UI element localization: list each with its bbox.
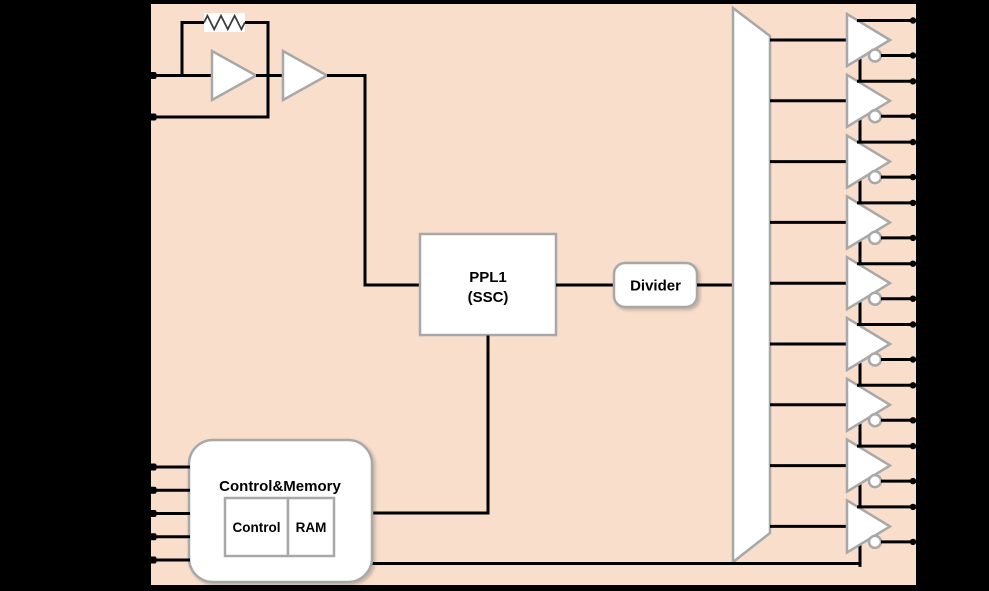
control-memory-block: Control&Memory Control RAM <box>187 438 374 584</box>
fanout-mux-icon <box>731 5 772 565</box>
control-memory-title: Control&Memory <box>219 478 341 495</box>
reference-clock-wire <box>327 74 420 287</box>
divider-block: Divider <box>612 261 699 309</box>
pll-label-line1: PPL1 <box>469 269 507 286</box>
pll-label-line2: (SSC) <box>468 289 509 306</box>
ram-label: RAM <box>296 520 327 535</box>
oscillator-amp-icon <box>210 48 259 103</box>
crystal-oscillator <box>149 13 420 287</box>
control-label: Control <box>233 520 281 535</box>
xout-wire <box>152 21 270 119</box>
ram-subblock: RAM <box>286 496 336 558</box>
pll-block: PPL1 (SSC) <box>418 232 558 337</box>
feedback-resistor-icon <box>203 13 246 32</box>
control-subblock: Control <box>223 496 290 558</box>
control-to-pll-wire <box>373 335 490 515</box>
divider-label: Divider <box>630 278 681 295</box>
oscillator-buffer-icon <box>281 48 330 103</box>
ram-box <box>286 496 336 558</box>
feedback-wire <box>180 21 205 76</box>
resistor-zigzag <box>203 13 246 32</box>
